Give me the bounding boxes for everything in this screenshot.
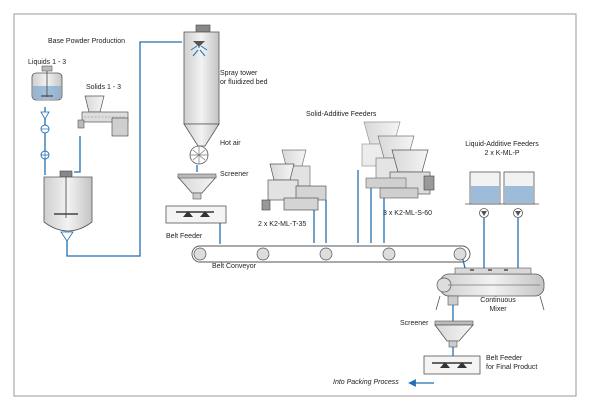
mixing-vessel bbox=[43, 170, 93, 242]
label-spray-tower-2: or fluidized bed bbox=[220, 79, 268, 86]
feeders-k2-ml-s60 bbox=[361, 121, 435, 199]
continuous-mixer bbox=[435, 267, 545, 311]
label-into-packing: Into Packing Process bbox=[333, 379, 399, 386]
label-solids: Solids 1 - 3 bbox=[86, 84, 122, 91]
feeders-k-ml-p bbox=[465, 171, 539, 218]
solids-feeder bbox=[77, 95, 129, 137]
label-belt-feeder-final-1: Belt Feeder bbox=[486, 355, 523, 362]
label-continuous-mixer-1: Continuous bbox=[480, 297, 516, 304]
belt-feeder-final bbox=[423, 355, 481, 375]
label-k2-ml-t35: 2 x K2-ML-T-35 bbox=[258, 221, 307, 228]
label-belt-feeder: Belt Feeder bbox=[166, 233, 203, 240]
flow-lines bbox=[44, 41, 519, 387]
liquids-tank bbox=[31, 65, 63, 160]
label-belt-feeder-final-2: for Final Product bbox=[486, 364, 538, 371]
spray-tower bbox=[183, 24, 220, 165]
feeders-k2-ml-t35 bbox=[261, 149, 327, 211]
label-continuous-mixer-2: Mixer bbox=[489, 306, 507, 313]
label-base-powder-production: Base Powder Production bbox=[48, 38, 126, 45]
label-liquids: Liquids 1 - 3 bbox=[28, 59, 67, 66]
belt-conveyor bbox=[191, 245, 471, 263]
label-liquid-additive-feeders: Liquid-Additive Feeders bbox=[465, 141, 539, 148]
label-belt-conveyor: Belt Conveyor bbox=[212, 263, 256, 270]
label-spray-tower-1: Spray tower bbox=[220, 70, 258, 77]
belt-feeder-top bbox=[165, 205, 227, 224]
screener-bottom bbox=[434, 320, 474, 348]
label-k-ml-p: 2 x K-ML-P bbox=[484, 150, 520, 157]
label-hot-air: Hot air bbox=[220, 140, 241, 147]
label-k2-ml-s60: 3 x K2-ML-S-60 bbox=[383, 210, 433, 217]
label-solid-additive-feeders: Solid-Additive Feeders bbox=[306, 111, 377, 118]
label-screener-top: Screener bbox=[220, 171, 249, 178]
label-screener-bottom: Screener bbox=[400, 320, 429, 327]
screener-top bbox=[177, 173, 217, 200]
diagram-frame bbox=[13, 13, 577, 397]
